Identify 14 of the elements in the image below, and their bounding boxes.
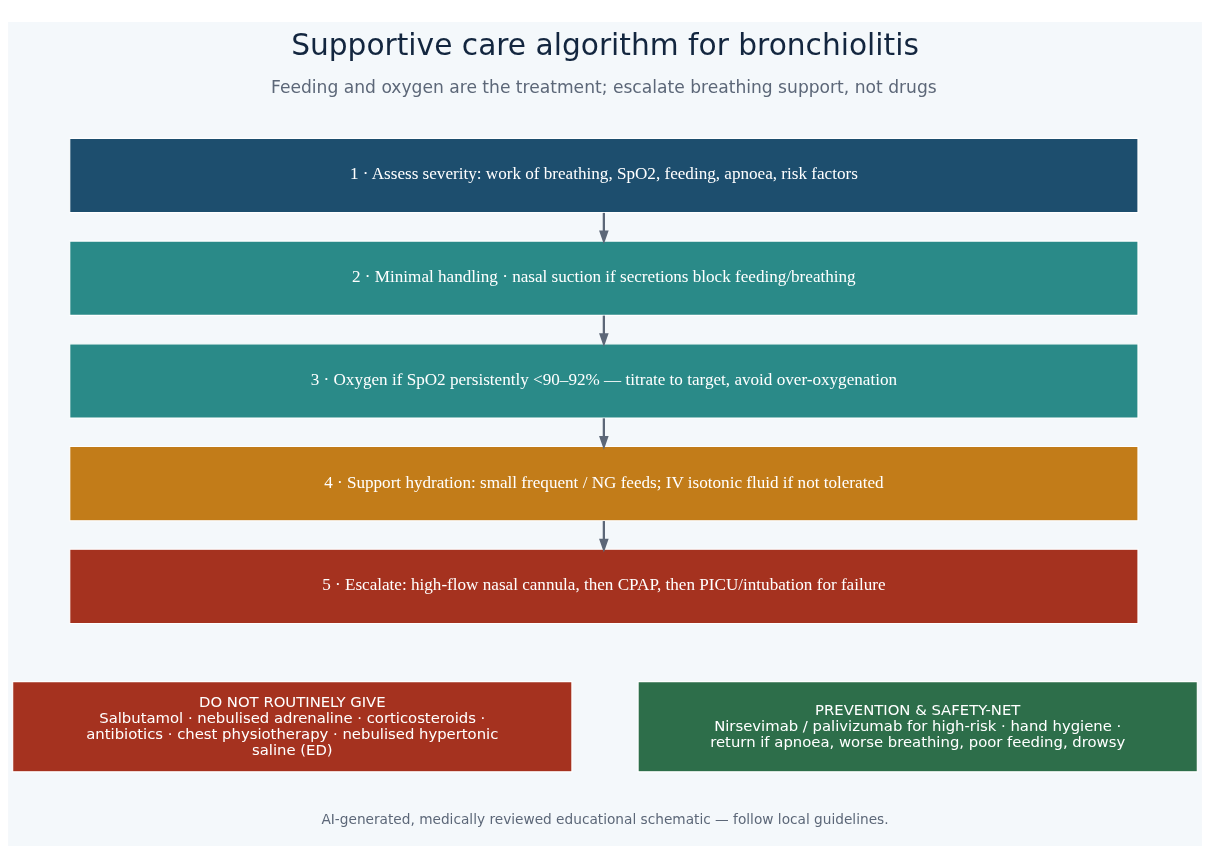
arrow [599, 417, 609, 450]
node-box: PREVENTION & SAFETY-NET Nirsevimab / palivizumab for high-risk · hand hygiene · return if apnoea, worse breathing, poor feeding, drowsy [637, 680, 1198, 772]
node-box: 3 · Oxygen if SpO2 persistently <90–92% — titrate to target, avoid over-oxygenation [69, 342, 1139, 419]
node-box: 1 · Assess severity: work of breathing, SpO2, feeding, apnoea, risk factors [69, 137, 1139, 213]
arrow [599, 315, 609, 347]
node-box: DO NOT ROUTINELY GIVE Salbutamol · nebulised adrenaline · corticosteroids · antibiotics · chest physiotherapy · nebulised hypertonic saline (ED) [12, 680, 573, 772]
node-box: 2 · Minimal handling · nasal suction if secretions block feeding/breathing [69, 240, 1139, 316]
diagram-title: Supportive care algorithm for bronchiolitis [291, 26, 919, 62]
node-box: 5 · Escalate: high-flow nasal cannula, then CPAP, then PICU/intubation for failure [69, 548, 1139, 624]
arrow [599, 520, 609, 552]
label: Feeding and oxygen are the treatment; escalate breathing support, not drugs [271, 76, 937, 97]
node-box: 4 · Support hydration: small frequent / NG feeds; IV isotonic fluid if not tolerated [69, 445, 1139, 521]
label: AI-generated, medically reviewed educational schematic — follow local guidelines. [321, 810, 889, 827]
arrow [599, 212, 609, 244]
